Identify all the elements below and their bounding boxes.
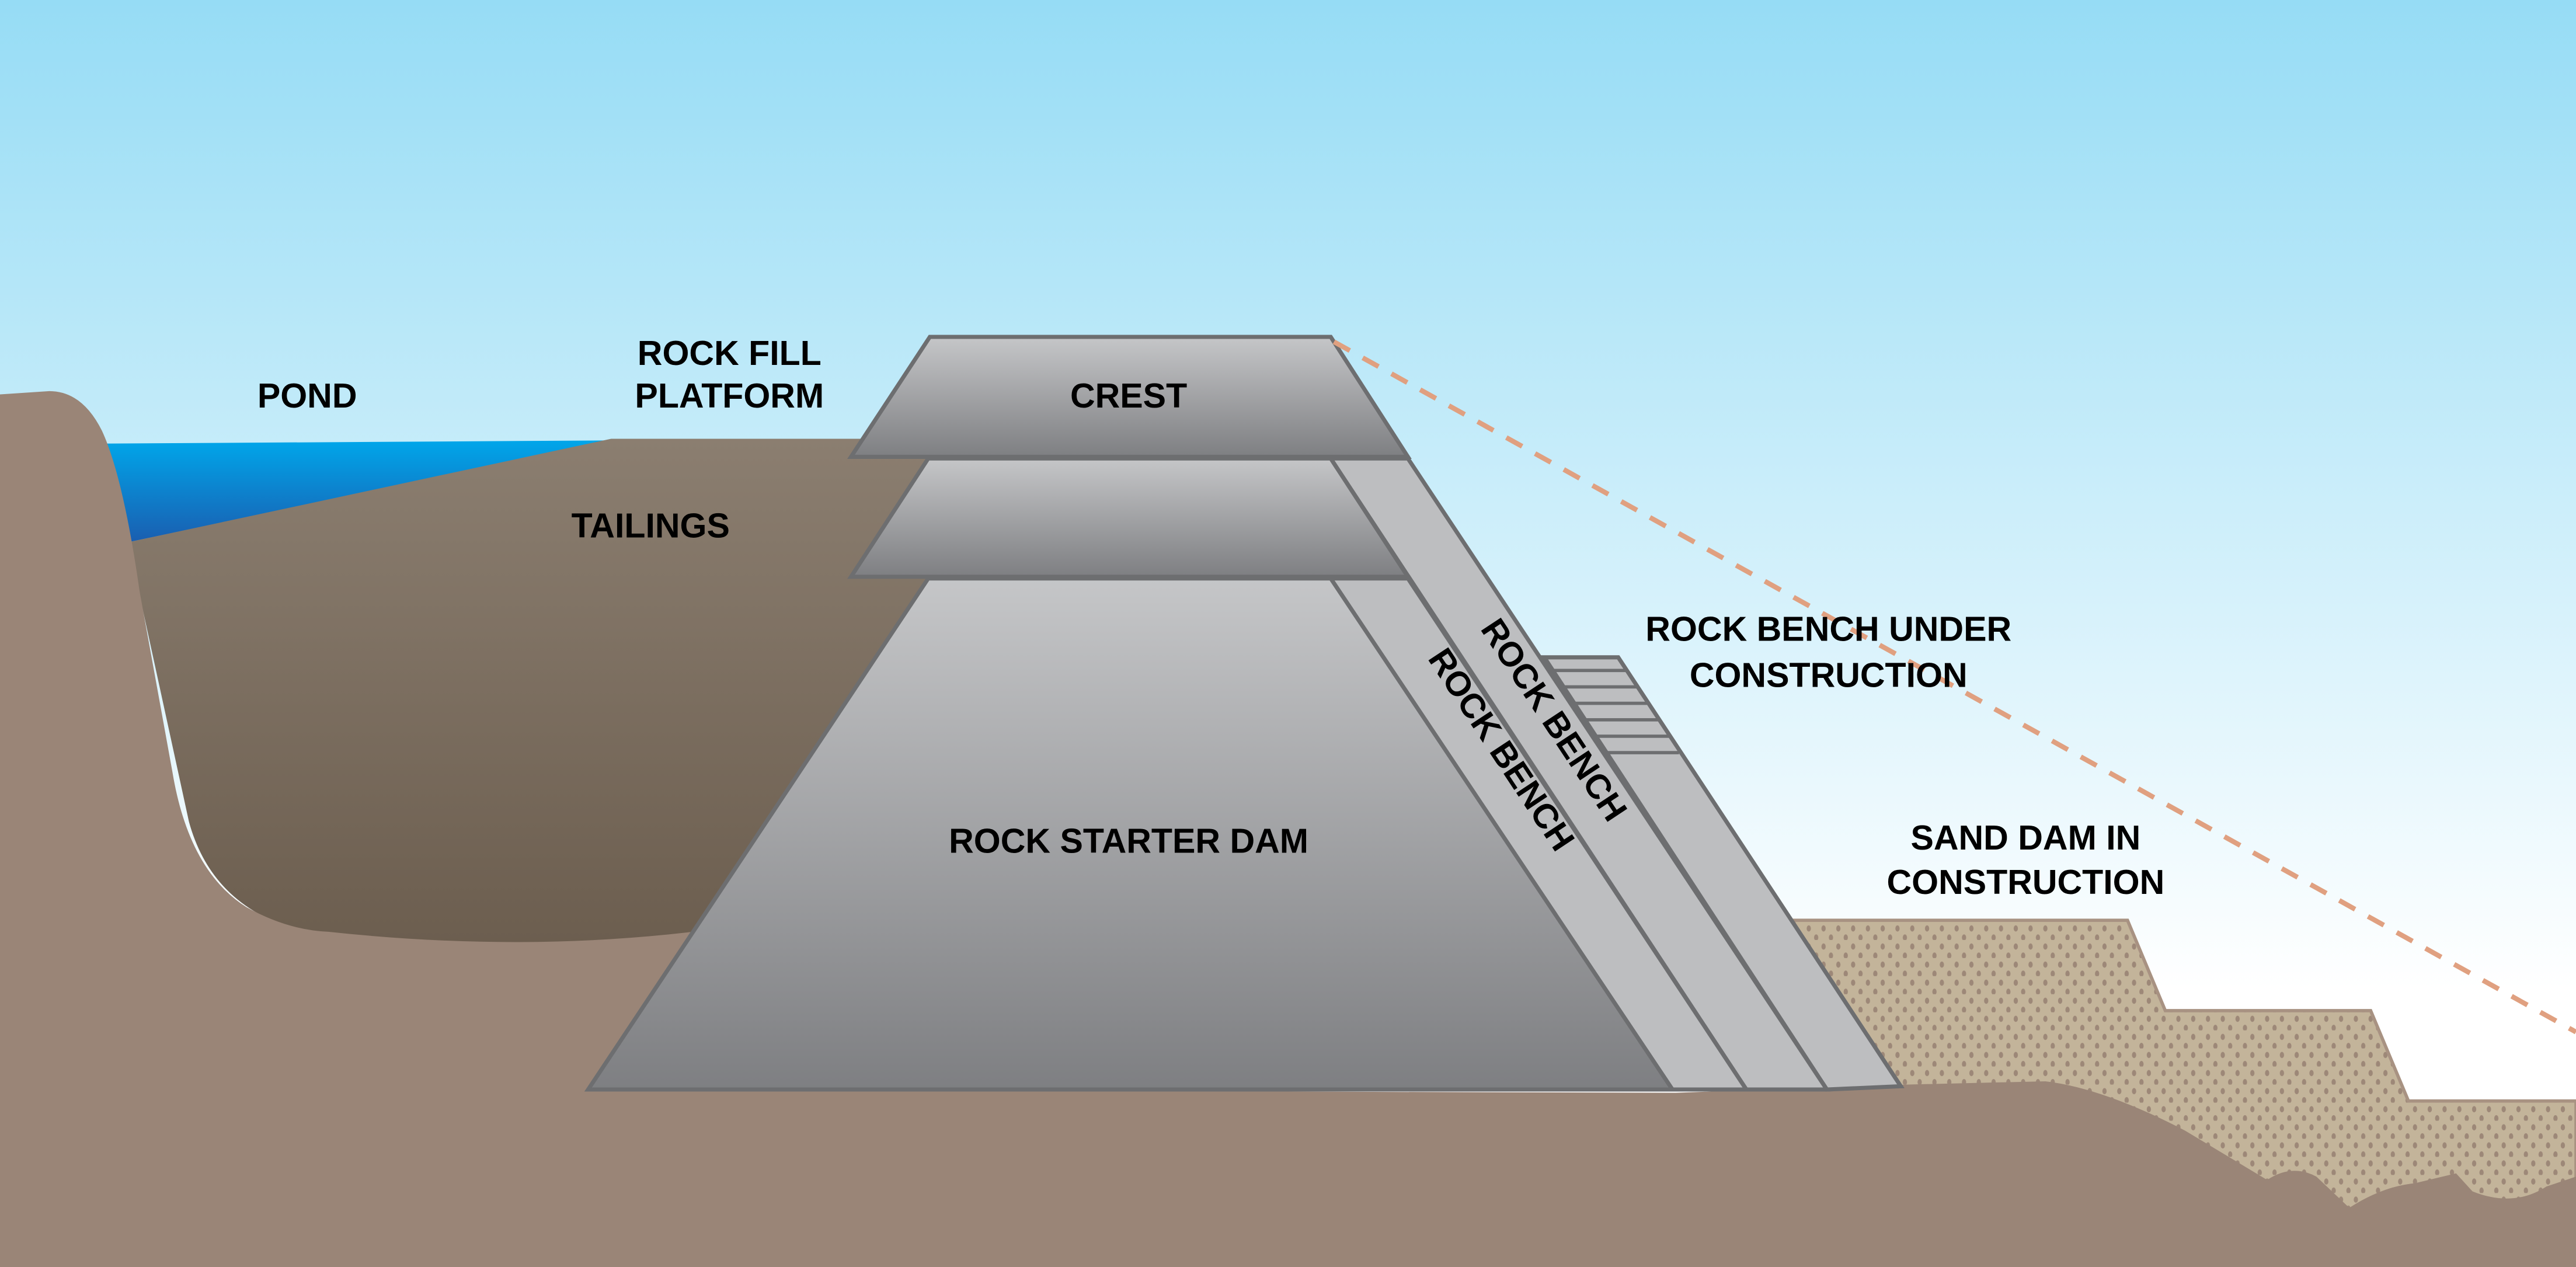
label-sand-dam-1: SAND DAM IN <box>1910 819 2140 857</box>
pond-water <box>90 440 611 542</box>
label-rock-fill-platform-1: ROCK FILL <box>638 334 821 373</box>
rock-fill-layer <box>847 456 1412 579</box>
label-rock-starter-dam: ROCK STARTER DAM <box>949 822 1308 861</box>
label-rock-bench-under-construction-2: CONSTRUCTION <box>1690 656 1968 694</box>
label-tailings: TAILINGS <box>572 506 730 545</box>
crest <box>847 335 1412 459</box>
label-rock-bench-under-construction-1: ROCK BENCH UNDER <box>1645 610 2011 649</box>
label-sand-dam-2: CONSTRUCTION <box>1886 863 2164 901</box>
dashed-slope-line <box>1332 339 2576 1035</box>
construction-steps <box>1552 669 1679 754</box>
label-rock-fill-platform-2: PLATFORM <box>635 377 824 415</box>
label-pond: POND <box>257 377 357 415</box>
label-crest: CREST <box>1070 377 1187 415</box>
